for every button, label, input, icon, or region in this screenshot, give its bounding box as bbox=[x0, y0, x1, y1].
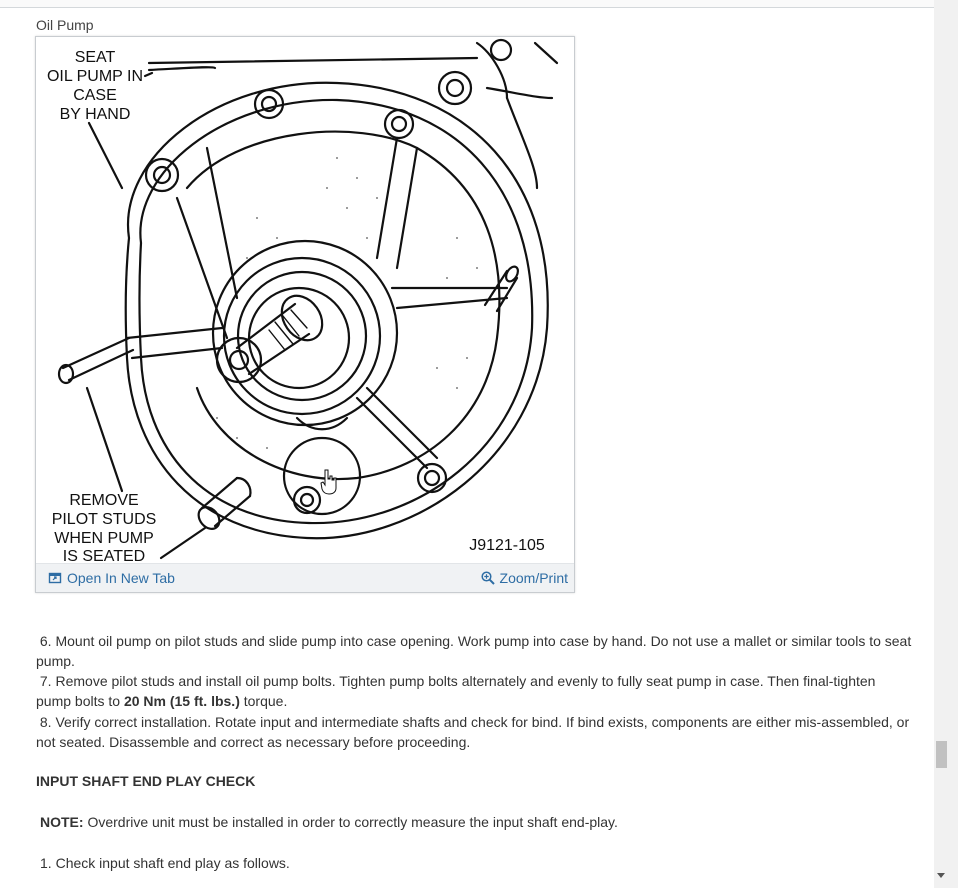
note: NOTE: Overdrive unit must be installed i… bbox=[40, 814, 618, 830]
callout-bottom-line-2: PILOT STUDS bbox=[52, 511, 157, 528]
open-tab-icon bbox=[48, 572, 62, 584]
figure-toolbar: Open In New Tab Zoom/Print bbox=[36, 563, 574, 592]
zoom-print-link[interactable]: Zoom/Print bbox=[480, 570, 568, 586]
step-7-text-end: torque. bbox=[239, 693, 288, 709]
callout-bottom-line-4: IS SEATED bbox=[63, 548, 145, 563]
step-7: 7. Remove pilot studs and install oil pu… bbox=[36, 671, 914, 711]
step-7-number: 7. bbox=[39, 673, 52, 689]
vertical-scrollbar[interactable] bbox=[934, 0, 958, 888]
step-7-text: Remove pilot studs and install oil pump … bbox=[36, 673, 876, 709]
note-text: Overdrive unit must be installed in orde… bbox=[83, 814, 618, 830]
step-6-number: 6. bbox=[39, 633, 52, 649]
zoom-print-label: Zoom/Print bbox=[499, 570, 568, 586]
callout-top-line-4: BY HAND bbox=[60, 106, 131, 123]
scroll-down-arrow-icon[interactable] bbox=[937, 873, 945, 878]
step-8-text: Verify correct installation. Rotate inpu… bbox=[36, 714, 910, 750]
figure-id: J9121-105 bbox=[469, 537, 545, 554]
callout-bottom-line-1: REMOVE bbox=[69, 492, 138, 509]
step-1-text: Check input shaft end play as follows. bbox=[55, 855, 290, 871]
zoom-icon bbox=[480, 571, 495, 585]
step-6-text: Mount oil pump on pilot studs and slide … bbox=[36, 633, 912, 669]
section-heading: INPUT SHAFT END PLAY CHECK bbox=[36, 773, 256, 789]
figure-container: SEAT OIL PUMP IN CASE BY HAND REMOVE PIL… bbox=[35, 36, 575, 593]
top-divider bbox=[0, 0, 934, 8]
step-1: 1. Check input shaft end play as follows… bbox=[40, 855, 290, 871]
step-7-torque: 20 Nm (15 ft. lbs.) bbox=[123, 693, 240, 709]
document-page: Oil Pump bbox=[0, 0, 934, 888]
figure-caption: Oil Pump bbox=[36, 17, 94, 33]
step-6: 6. Mount oil pump on pilot studs and sli… bbox=[36, 631, 914, 671]
open-in-new-tab-label: Open In New Tab bbox=[67, 570, 175, 586]
step-8: 8. Verify correct installation. Rotate i… bbox=[36, 712, 914, 752]
oil-pump-illustration[interactable]: SEAT OIL PUMP IN CASE BY HAND REMOVE PIL… bbox=[37, 38, 573, 563]
callout-top-line-1: SEAT bbox=[75, 49, 116, 66]
open-in-new-tab-link[interactable]: Open In New Tab bbox=[48, 570, 175, 586]
step-1-number: 1. bbox=[40, 855, 52, 871]
note-label: NOTE: bbox=[40, 814, 84, 830]
callout-bottom-line-3: WHEN PUMP bbox=[54, 530, 154, 547]
callout-top-line-3: CASE bbox=[73, 87, 117, 104]
step-8-number: 8. bbox=[39, 714, 52, 730]
hand-cursor-icon bbox=[320, 469, 337, 495]
callout-top-line-2: OIL PUMP IN bbox=[47, 68, 143, 85]
scrollbar-thumb[interactable] bbox=[936, 741, 947, 768]
